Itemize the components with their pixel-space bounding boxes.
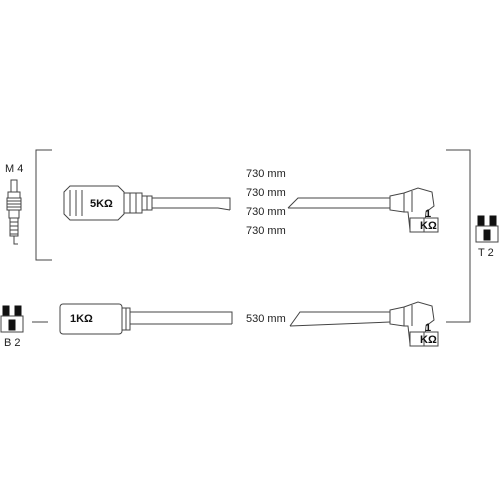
label-m4: M 4 (5, 163, 23, 175)
cable-upper-right (287, 197, 390, 209)
boot-upper-res-num: 1 (425, 208, 431, 220)
label-b2: B 2 (4, 337, 21, 349)
left-bracket (35, 149, 52, 261)
cable-lower-right-under (289, 321, 391, 327)
length-label: 530 mm (246, 313, 286, 325)
spark-plug-icon (6, 179, 22, 245)
boot-angled-upper (389, 187, 439, 233)
terminal-b2-icon (0, 305, 24, 333)
cable-lower-left (130, 311, 233, 324)
length-label: 730 mm (246, 225, 286, 237)
cable-upper-left (152, 197, 231, 210)
length-label: 730 mm (246, 206, 286, 218)
terminal-t2-icon (475, 215, 499, 243)
cable-upper-left-under (152, 207, 231, 211)
resistor-label-5k: 5KΩ (90, 198, 113, 210)
resistor-label-1k: 1KΩ (70, 313, 93, 325)
boot-angled-lower (389, 301, 439, 347)
boot-lower-res-unit: KΩ (420, 334, 437, 346)
boot-lower-res-num: 1 (425, 322, 431, 334)
length-label: 730 mm (246, 187, 286, 199)
plug-connector-5k (63, 185, 153, 221)
length-label: 730 mm (246, 168, 286, 180)
cable-lower-right (289, 311, 390, 327)
boot-upper-res-unit: KΩ (420, 220, 437, 232)
label-t2: T 2 (478, 247, 494, 259)
plug-connector-1k (59, 303, 131, 335)
right-bracket (446, 149, 471, 323)
